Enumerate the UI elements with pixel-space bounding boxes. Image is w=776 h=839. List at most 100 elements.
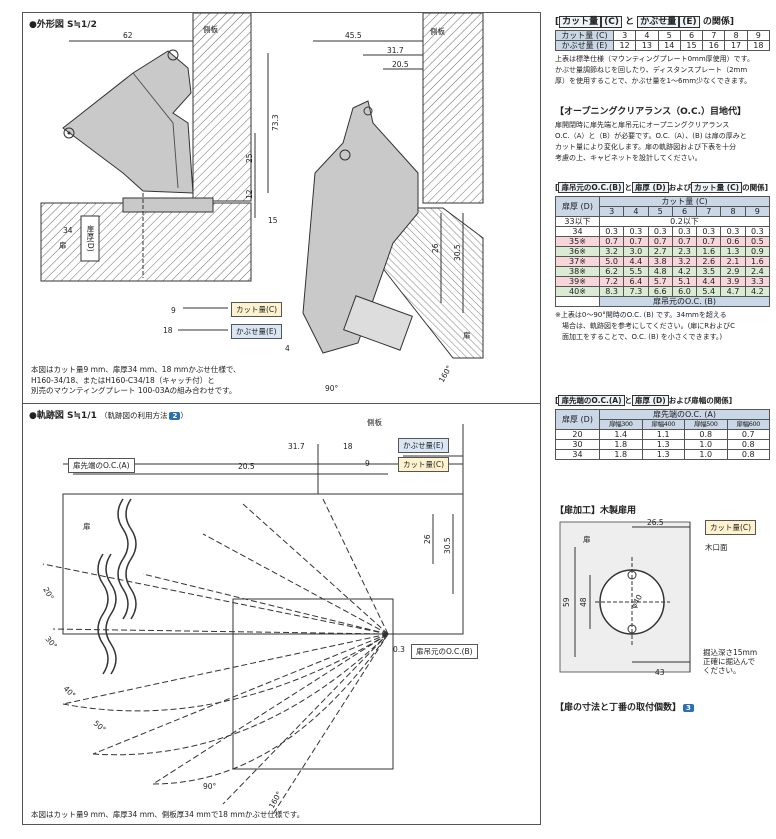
cut-col-header: 9: [744, 206, 771, 217]
trace-cut-label: カット量(C): [398, 457, 450, 472]
angle-30: 30°: [43, 635, 59, 651]
proc-dim-48: 48: [579, 597, 588, 607]
side-panel-label-right: 側板: [430, 27, 445, 36]
door-thickness-cell: 40※: [555, 286, 600, 297]
dim-45-5: 45.5: [345, 31, 362, 40]
opening-clearance-section: 【オープニングクリアランス（O.C.）目地代】 扉開閉時に扉先端と扉吊元にオープ…: [555, 104, 770, 164]
door-label-left: 扉: [59, 240, 67, 250]
oc-a-value-cell: 1.8: [599, 439, 643, 450]
cut-value-cell: 9: [746, 30, 771, 41]
door-width-col-header: 扉幅600: [726, 419, 770, 430]
cut-col-header: 5: [647, 206, 673, 217]
trace-door-label: 扉: [83, 521, 91, 531]
door-processing-section: 【扉加工】木製扉用 26.5 59 48 43 φ40 扉 カット量(C) 木口…: [555, 503, 770, 677]
oc-b-value-cell: 5.0: [598, 256, 625, 267]
root-oc-label: 扉吊元のO.C.(B): [411, 644, 478, 659]
oc-a-value-cell: 1.8: [599, 449, 643, 460]
trace-dim-30-5: 30.5: [443, 537, 452, 554]
oc-b-value-cell: 3.8: [647, 256, 673, 267]
oc-b-value-cell: 0.2以下: [599, 216, 770, 227]
cover-value-cell: 14: [657, 40, 681, 51]
oc-b-value-cell: 2.3: [671, 246, 698, 257]
oc-b-value-cell: 4.2: [671, 266, 698, 277]
cut-col-header: 3: [598, 206, 625, 217]
oc-a-value-cell: 1.3: [641, 439, 685, 450]
cut-value-cell: 4: [635, 30, 659, 41]
trace-side-panel-label: 側板: [367, 418, 382, 427]
oc-b-value-cell: 0.9: [744, 246, 771, 257]
oc-b-value-cell: 7.2: [598, 276, 625, 287]
oc-b-value-cell: 1.6: [744, 256, 771, 267]
oc-b-value-cell: 6.4: [623, 276, 649, 287]
oc-b-value-cell: 2.6: [696, 256, 722, 267]
door-size-heading: 【扉の寸法と丁番の取付個数】3: [555, 700, 770, 713]
angle-40: 40°: [62, 684, 78, 700]
trace-dim-9: 9: [365, 459, 370, 468]
usage-link-badge[interactable]: 2: [169, 412, 181, 420]
oc-b-footer: 扉吊元のO.C. (B): [599, 296, 770, 307]
oc-a-value-cell: 0.8: [726, 449, 770, 460]
oc-b-value-cell: 0.7: [598, 236, 625, 247]
oc-b-value-cell: 5.1: [671, 276, 698, 287]
oc-b-value-cell: 3.2: [671, 256, 698, 267]
trace-dim-20-5: 20.5: [238, 462, 255, 471]
cut-col-header: 6: [671, 206, 698, 217]
door-thickness-cell: 39※: [555, 276, 600, 287]
wood-edge-label: 木口面: [705, 543, 728, 552]
dim-12: 12: [245, 189, 254, 199]
oc-b-value-cell: 3.9: [720, 276, 746, 287]
proc-dim-43: 43: [655, 668, 665, 677]
proc-dim-26-5: 26.5: [647, 518, 664, 527]
oc-b-value-cell: 5.5: [623, 266, 649, 277]
oc-a-section: [扉先端のO.C.(A)と扉厚 (D)および扉幅の関係] 扉厚 (D)扉先端のO…: [555, 395, 770, 460]
dim-26: 26: [431, 243, 440, 253]
oc-b-value-cell: 0.7: [623, 236, 649, 247]
oc-b-value-cell: 4.7: [720, 286, 746, 297]
cut-col-header: 8: [720, 206, 746, 217]
outline-title: ●外形図 S≒1/2: [29, 20, 97, 30]
trajectory-note: 本図はカット量9 mm、扉厚34 mm、側板厚34 mmで18 mmかぶせ仕様で…: [31, 810, 305, 819]
angle-160-trace: 160°: [267, 790, 284, 810]
door-width-col-header: 扉幅500: [684, 419, 728, 430]
door-thickness-cell: 34: [555, 226, 600, 237]
oc-b-value-cell: 4.2: [744, 286, 771, 297]
trajectory-drawing: 31.7 18 20.5 9 26 30.5 0.3 20° 30° 40° 5…: [41, 424, 464, 815]
dim-20-5: 20.5: [392, 60, 409, 69]
door-thickness-cell: 33以下: [555, 216, 600, 227]
oc-b-value-cell: 4.8: [647, 266, 673, 277]
cover-value-cell: 13: [635, 40, 659, 51]
oc-b-value-cell: 2.4: [744, 266, 771, 277]
proc-cut-label: カット量(C): [705, 520, 757, 535]
oc-b-value-cell: 6.0: [671, 286, 698, 297]
oc-a-heading: [扉先端のO.C.(A)と扉厚 (D)および扉幅の関係]: [555, 395, 733, 406]
oc-a-value-cell: 1.0: [684, 449, 728, 460]
door-size-link-badge[interactable]: 3: [683, 704, 694, 712]
oc-b-value-cell: 2.9: [720, 266, 746, 277]
trace-dim-26: 26: [423, 534, 432, 544]
oc-b-value-cell: 0.7: [696, 236, 722, 247]
door-processing-drawing: 26.5 59 48 43 φ40 扉: [559, 518, 691, 677]
oc-b-value-cell: 0.7: [671, 236, 698, 247]
angle-20: 20°: [41, 586, 56, 602]
cover-value-cell: 18: [746, 40, 771, 51]
trace-dim-0-3: 0.3: [393, 645, 405, 654]
cut-cover-note: 上表は標準仕様（マウンティングプレート0mm厚使用）です。かぶせ量調節ねじを回し…: [555, 55, 754, 85]
oc-a-value-cell: 1.0: [684, 439, 728, 450]
oc-b-value-cell: 3.0: [623, 246, 649, 257]
oc-a-value-cell: 0.8: [726, 439, 770, 450]
oc-a-value-cell: 1.4: [599, 429, 643, 440]
oc-b-value-cell: 6.2: [598, 266, 625, 277]
oc-heading: 【オープニングクリアランス（O.C.）目地代】: [555, 107, 746, 117]
door-width-col-header: 扉幅300: [599, 419, 643, 430]
